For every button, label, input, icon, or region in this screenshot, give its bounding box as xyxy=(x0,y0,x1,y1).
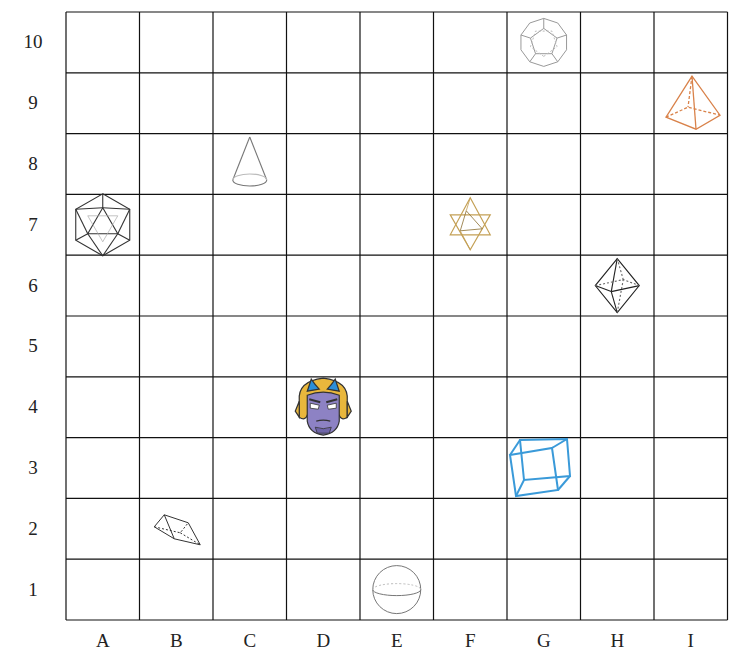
column-letter: I xyxy=(688,630,694,651)
row-number: 10 xyxy=(24,31,43,52)
label-holder: A xyxy=(96,630,110,652)
label-holder: H xyxy=(610,630,624,652)
label-holder: 10 xyxy=(24,31,43,53)
column-letter: H xyxy=(610,630,624,651)
column-letter: B xyxy=(170,630,183,651)
grid-lines xyxy=(66,12,728,620)
label-holder: 6 xyxy=(28,275,38,297)
row-number: 1 xyxy=(28,579,38,600)
pyramid-figure xyxy=(666,76,720,129)
label-holder: F xyxy=(465,630,476,652)
column-letter: D xyxy=(316,630,330,651)
column-letter: F xyxy=(465,630,476,651)
label-holder: 3 xyxy=(28,457,38,479)
star-tetrahedron-figure xyxy=(450,198,490,250)
row-number: 2 xyxy=(28,518,38,539)
label-holder: E xyxy=(391,630,403,652)
label-holder: 1 xyxy=(28,579,38,601)
row-number: 5 xyxy=(28,335,38,356)
thanos-icon xyxy=(295,378,351,435)
label-holder: 9 xyxy=(28,92,38,114)
label-holder: 4 xyxy=(28,396,38,418)
label-holder: 8 xyxy=(28,153,38,175)
row-number: 7 xyxy=(28,214,38,235)
row-number: 9 xyxy=(28,92,38,113)
label-holder: I xyxy=(688,630,694,652)
row-number: 3 xyxy=(28,457,38,478)
row-number: 8 xyxy=(28,153,38,174)
row-number: 6 xyxy=(28,275,38,296)
column-letter: A xyxy=(96,630,110,651)
octahedron-figure xyxy=(595,259,639,313)
sphere-figure xyxy=(373,566,421,614)
label-holder: B xyxy=(170,630,183,652)
row-number: 4 xyxy=(28,396,38,417)
dodecahedron-figure xyxy=(521,18,567,66)
column-letter: E xyxy=(391,630,403,651)
icosahedron-figure xyxy=(76,194,130,256)
label-holder: 2 xyxy=(28,518,38,540)
column-letter: G xyxy=(537,630,551,651)
cube-figure xyxy=(510,439,570,496)
label-holder: 5 xyxy=(28,335,38,357)
prism-figure xyxy=(154,515,200,545)
label-holder: G xyxy=(537,630,551,652)
cone-figure xyxy=(233,137,267,186)
label-holder: D xyxy=(316,630,330,652)
label-holder: C xyxy=(243,630,256,652)
column-letter: C xyxy=(243,630,256,651)
label-holder: 7 xyxy=(28,214,38,236)
